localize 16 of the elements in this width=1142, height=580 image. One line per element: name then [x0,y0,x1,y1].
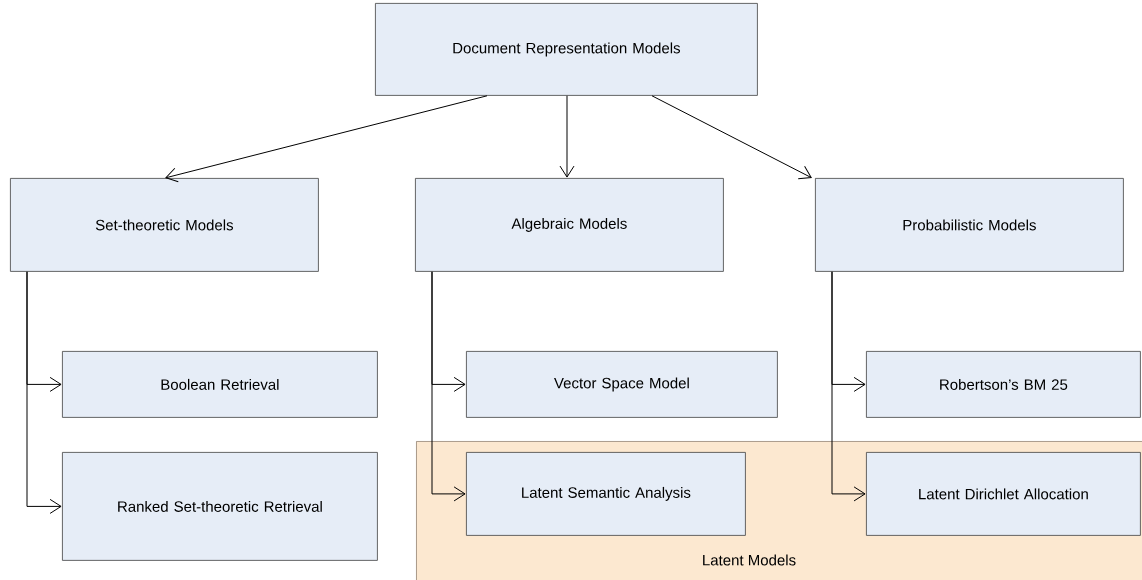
arrow [559,95,575,178]
model-box: Document Representation Models [375,3,758,96]
model-box: Robertson’s BM 25 [866,351,1141,418]
arrow [165,95,488,183]
model-box: Ranked Set-theoretic Retrieval [62,452,378,561]
arrow [651,95,812,180]
model-box: Probabilistic Models [815,178,1124,272]
model-box: Boolean Retrieval [62,351,378,418]
model-box: Algebraic Models [415,178,724,272]
arrow [431,271,466,502]
model-box: Vector Space Model [466,351,778,418]
arrow [831,271,866,502]
arrow [26,271,62,514]
model-box: Latent Dirichlet Allocation [866,452,1141,536]
model-box: Latent Semantic Analysis [466,452,746,536]
model-box: Set-theoretic Models [10,178,319,272]
